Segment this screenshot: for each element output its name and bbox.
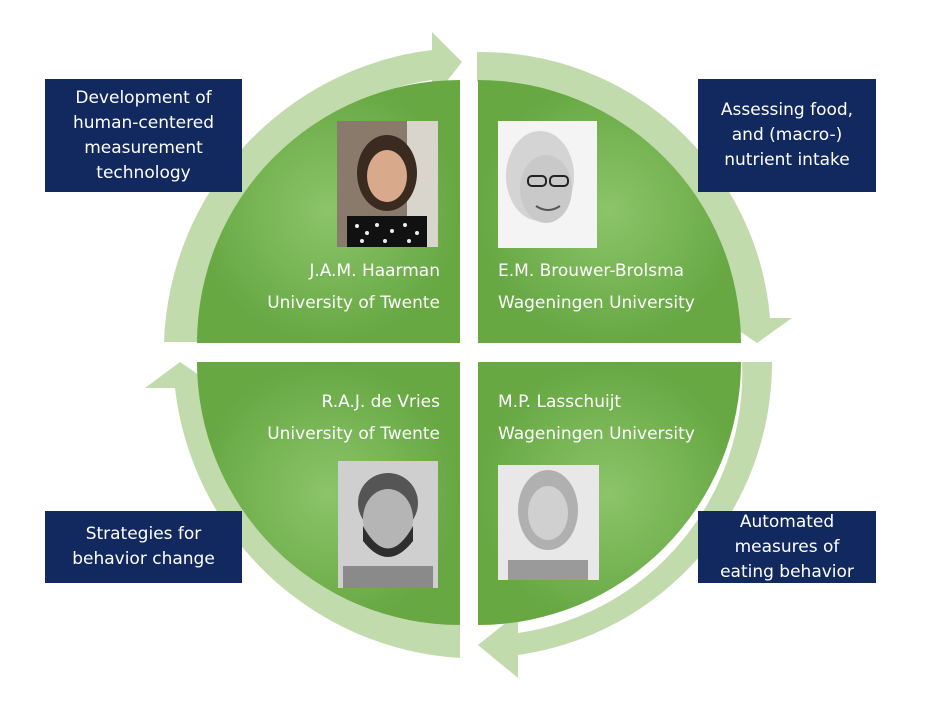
topic-line: and (macro-) — [731, 125, 843, 145]
portrait-top-right — [498, 121, 597, 248]
person-affiliation: Wageningen University — [498, 293, 695, 313]
person-label-top-left: J.A.M. Haarman University of Twente — [267, 255, 440, 319]
topic-line: measures of — [734, 536, 840, 557]
topic-line: technology — [96, 162, 191, 183]
ring-arrows — [145, 32, 792, 678]
person-affiliation: Wageningen University — [498, 424, 695, 444]
topic-box-top-left: Development of human-centered measuremen… — [45, 79, 242, 192]
topic-line: measurement — [84, 137, 203, 158]
arrow-top-right — [477, 51, 792, 344]
topic-box-bottom-left: Strategies for behavior change — [45, 511, 242, 583]
portrait-bottom-left — [338, 461, 438, 588]
topic-line: behavior change — [72, 549, 215, 569]
topic-box-bottom-right: Automated measures of eating behavior — [698, 511, 876, 583]
person-name: R.A.J. de Vries — [321, 392, 440, 412]
person-label-top-right: E.M. Brouwer-Brolsma Wageningen Universi… — [498, 255, 695, 319]
person-name: M.P. Lasschuijt — [498, 392, 622, 412]
quadrants — [197, 80, 741, 625]
topic-line: Assessing food, — [720, 100, 854, 120]
portrait-bottom-right — [498, 465, 599, 580]
person-affiliation: University of Twente — [267, 424, 440, 444]
topic-line: Strategies for — [85, 524, 202, 544]
person-name: J.A.M. Haarman — [309, 261, 440, 281]
topic-line: nutrient intake — [724, 150, 850, 170]
person-name: E.M. Brouwer-Brolsma — [498, 261, 685, 281]
portrait-top-left — [337, 121, 438, 247]
topic-box-top-right: Assessing food, and (macro-) nutrient in… — [698, 79, 876, 192]
arrow-bottom-left — [145, 362, 460, 658]
topic-line: Automated — [739, 511, 835, 532]
topic-line: eating behavior — [720, 561, 854, 582]
person-label-bottom-left: R.A.J. de Vries University of Twente — [267, 386, 440, 450]
person-label-bottom-right: M.P. Lasschuijt Wageningen University — [498, 386, 695, 450]
topic-line: human-centered — [72, 112, 214, 133]
person-affiliation: University of Twente — [267, 293, 440, 313]
topic-line: Development of — [75, 87, 212, 108]
